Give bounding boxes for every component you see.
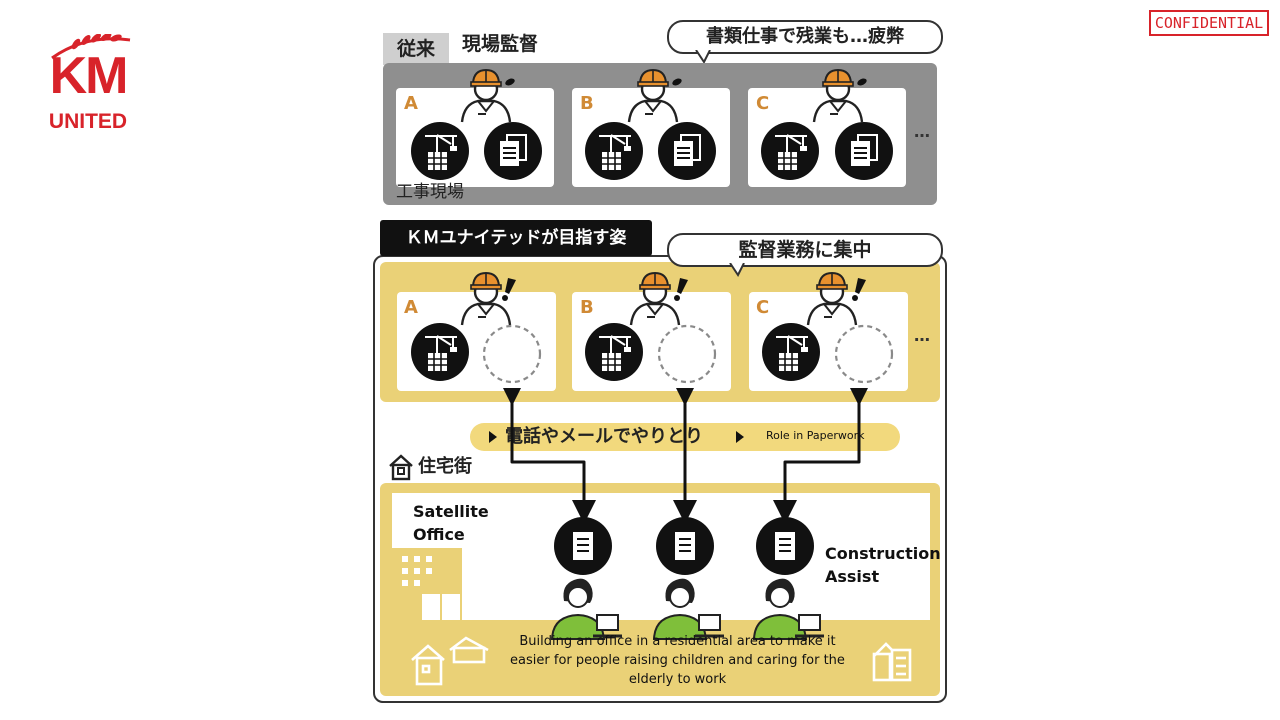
conventional-tag: 従来 bbox=[383, 33, 449, 65]
house-icon bbox=[389, 454, 413, 481]
confidential-stamp: CONFIDENTIAL bbox=[1149, 10, 1269, 36]
site-label-c-new: C bbox=[756, 297, 770, 318]
sweat-a-old-icon bbox=[505, 78, 515, 86]
exclamation-a-icon bbox=[502, 278, 516, 301]
empty-slot-b-icon bbox=[656, 323, 718, 385]
wheat-icon bbox=[51, 34, 131, 60]
construction-assist-line-1: Construction bbox=[825, 544, 941, 563]
crane-c-new-icon bbox=[762, 323, 820, 381]
goal-tag: ＫＭユナイテッドが目指す姿 bbox=[380, 220, 652, 256]
document-c-old-icon bbox=[835, 122, 893, 180]
construction-assist-label: Construction Assist bbox=[825, 542, 941, 588]
play-icon-2 bbox=[736, 431, 744, 443]
document-a-old-icon bbox=[484, 122, 542, 180]
apartment-icon bbox=[872, 642, 912, 682]
footer-description: Building an office in a residential area… bbox=[510, 634, 845, 687]
sweat-b-old-icon bbox=[672, 78, 682, 86]
site-label-a-old: A bbox=[404, 93, 418, 114]
satellite-office-line-1: Satellite bbox=[413, 502, 489, 521]
satellite-office-line-2: Office bbox=[413, 525, 465, 544]
empty-slot-a-icon bbox=[481, 323, 543, 385]
site-label-c-old: C bbox=[756, 93, 770, 114]
crane-a-new-icon bbox=[411, 323, 469, 381]
more-sites-old: … bbox=[914, 122, 930, 141]
play-icon-1 bbox=[489, 431, 497, 443]
crane-b-new-icon bbox=[585, 323, 643, 381]
communication-arrows bbox=[500, 388, 870, 520]
exclamation-c-icon bbox=[852, 278, 866, 301]
document-b-old-icon bbox=[658, 122, 716, 180]
logo-united: UNITED bbox=[48, 110, 128, 133]
construction-assist-line-2: Assist bbox=[825, 567, 880, 586]
bracket-icon bbox=[399, 166, 411, 181]
office-building-icon bbox=[392, 548, 462, 620]
sweat-c-old-icon bbox=[857, 78, 867, 86]
logo-km: KM bbox=[49, 47, 129, 105]
more-sites-new: … bbox=[914, 326, 930, 345]
construction-site-label: 工事現場 bbox=[396, 182, 464, 202]
bubble-tail-icon bbox=[695, 50, 711, 64]
crane-b-old-icon bbox=[585, 122, 643, 180]
site-label-b-new: B bbox=[580, 297, 594, 318]
houses-icon bbox=[411, 636, 489, 686]
crane-a-old-icon bbox=[411, 122, 469, 180]
focus-bubble-tail-icon bbox=[729, 263, 745, 277]
exclamation-b-icon bbox=[674, 278, 688, 301]
satellite-office-label: Satellite Office bbox=[413, 500, 489, 546]
residential-area-label: 住宅街 bbox=[418, 456, 472, 477]
empty-slot-c-icon bbox=[833, 323, 895, 385]
overwork-bubble: 書類仕事で残業も…疲弊 bbox=[667, 20, 943, 54]
crane-c-old-icon bbox=[761, 122, 819, 180]
supervisor-label: 現場監督 bbox=[462, 33, 539, 55]
site-label-a-new: A bbox=[404, 297, 418, 318]
focus-bubble: 監督業務に集中 bbox=[667, 233, 943, 267]
km-united-logo: KM UNITED bbox=[28, 34, 148, 136]
site-label-b-old: B bbox=[580, 93, 594, 114]
